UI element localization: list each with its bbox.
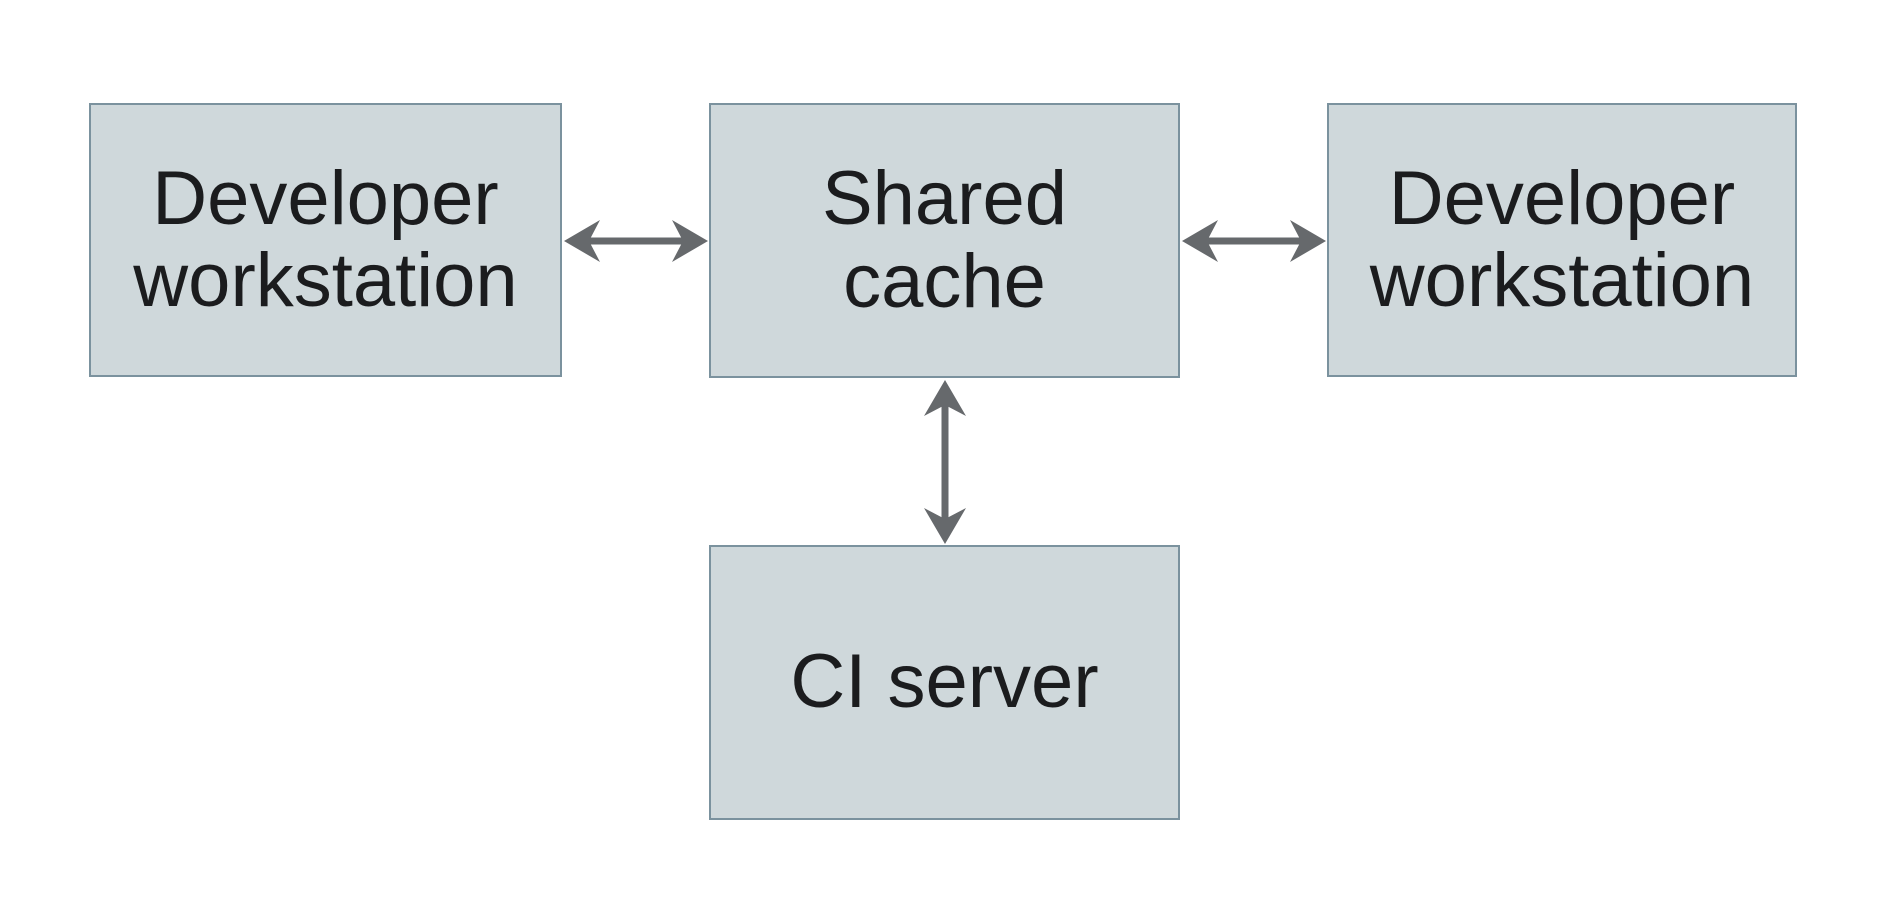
node-developer-workstation-left-label: Developer workstation [133, 155, 518, 323]
bidirectional-arrow-shared-cache-to-ci-server [920, 379, 970, 545]
double-arrow-horizontal-icon [564, 220, 708, 262]
node-ci-server: CI server [709, 545, 1180, 820]
node-developer-workstation-left: Developer workstation [89, 103, 562, 377]
bidirectional-arrow-dev-left-to-shared-cache [563, 216, 709, 266]
node-ci-server-label: CI server [790, 639, 1099, 725]
node-shared-cache: Shared cache [709, 103, 1180, 378]
node-developer-workstation-right-label: Developer workstation [1369, 155, 1755, 323]
double-arrow-horizontal-icon [1182, 220, 1326, 262]
bidirectional-arrow-shared-cache-to-dev-right [1181, 216, 1327, 266]
node-developer-workstation-right: Developer workstation [1327, 103, 1797, 377]
node-shared-cache-label: Shared cache [821, 156, 1068, 324]
double-arrow-vertical-icon [924, 380, 966, 544]
